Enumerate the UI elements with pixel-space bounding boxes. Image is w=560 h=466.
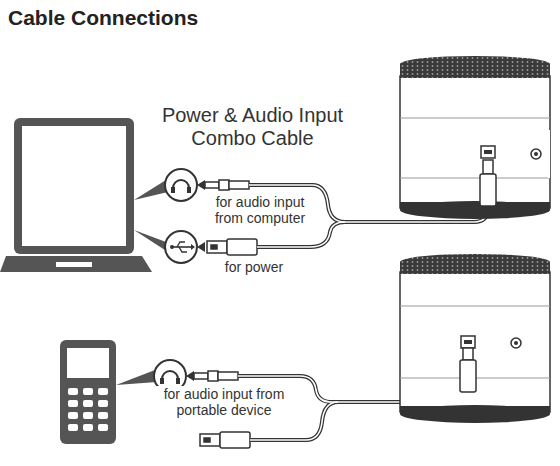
usb-plug <box>200 432 250 448</box>
port-label: for audio input from portable device <box>140 386 308 418</box>
laptop <box>0 118 152 272</box>
usb-port-icon <box>165 231 197 263</box>
callout-pointer <box>116 370 157 385</box>
audio-plug <box>205 180 249 190</box>
headphone-port-icon <box>165 169 197 201</box>
usb-plug <box>480 160 496 206</box>
usb-plug <box>460 348 476 392</box>
usb-plug <box>207 239 257 255</box>
cable-name: Power & Audio Input Combo Cable <box>150 104 355 150</box>
port-label: for power <box>212 259 296 275</box>
insert-arrow <box>186 371 194 381</box>
mobile-phone <box>60 340 116 444</box>
callout-pointer <box>134 230 168 252</box>
callout-pointer <box>134 180 168 200</box>
insert-arrow <box>197 242 205 252</box>
page-title: Cable Connections <box>8 6 198 30</box>
speaker <box>400 56 550 219</box>
audio-plug <box>194 371 238 381</box>
port-label: for audio input from computer <box>204 194 316 226</box>
speaker <box>400 254 550 423</box>
insert-arrow <box>197 180 205 190</box>
